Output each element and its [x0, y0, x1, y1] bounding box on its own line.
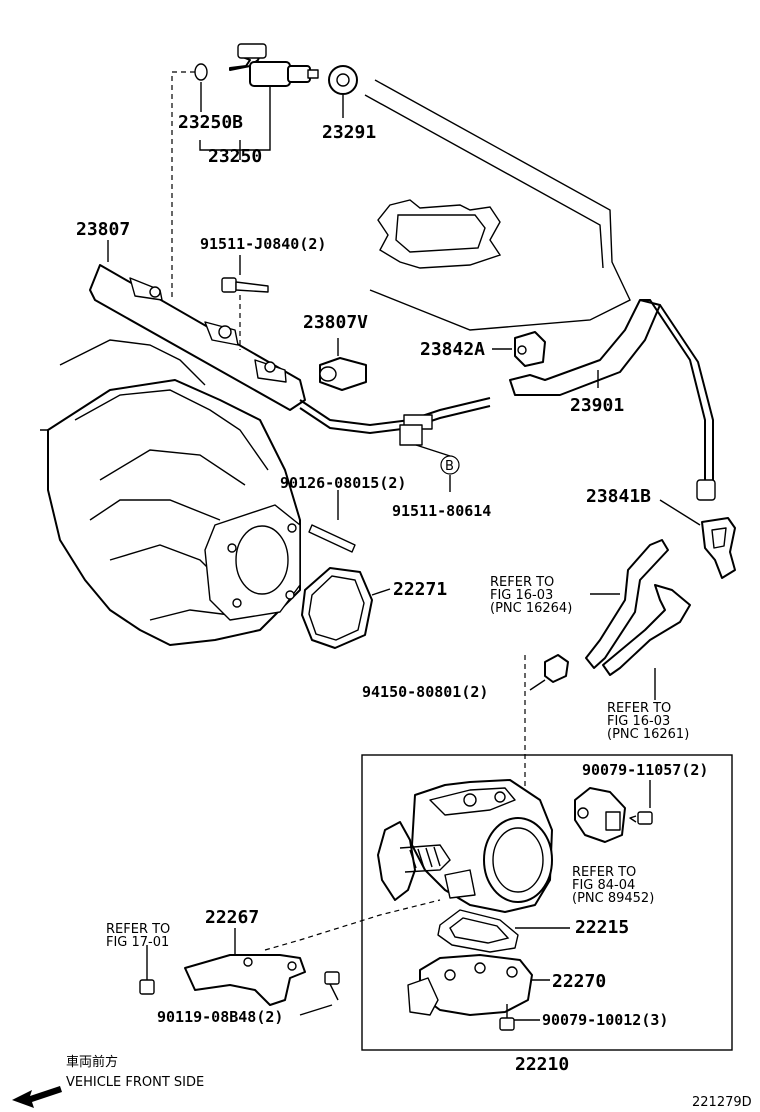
- hose-clamp-23842a[interactable]: [514, 331, 546, 367]
- svg-text:REFER TO: REFER TO: [607, 701, 671, 716]
- label-90119-08b48: 90119-08B48(2): [157, 1008, 283, 1026]
- bolt-90119-08b48[interactable]: [324, 971, 340, 1001]
- label-23250b: 23250B: [178, 112, 243, 133]
- svg-text:(PNC 16264): (PNC 16264): [490, 601, 572, 616]
- label-91511-j0840: 91511-J0840(2): [200, 235, 326, 253]
- label-90079-11057: 90079-11057(2): [582, 761, 708, 779]
- label-23807v: 23807V: [303, 312, 368, 333]
- label-22210: 22210: [515, 1054, 569, 1075]
- svg-text:FIG 17-01: FIG 17-01: [106, 935, 169, 950]
- label-90079-10012: 90079-10012(3): [542, 1011, 668, 1029]
- front-arrow-icon: [12, 1086, 62, 1108]
- label-22267: 22267: [205, 907, 259, 928]
- label-22270: 22270: [552, 971, 606, 992]
- bolt-91511-j0840[interactable]: [221, 277, 269, 293]
- svg-text:(PNC 16261): (PNC 16261): [607, 727, 689, 742]
- spacer-23807v[interactable]: [319, 357, 367, 391]
- marker-b: B: [440, 455, 460, 475]
- idle-speed-control-valve[interactable]: [407, 954, 533, 1016]
- svg-text:B: B: [445, 459, 454, 474]
- refer-note-17-01: REFER TO FIG 17-01: [106, 922, 170, 950]
- intake-manifold: [40, 339, 301, 646]
- bolt-ref-17-01: [139, 960, 155, 995]
- water-by-pass-hoses: [585, 539, 691, 676]
- svg-text:REFER TO: REFER TO: [572, 865, 636, 880]
- svg-text:(PNC 89452): (PNC 89452): [572, 891, 654, 906]
- svg-text:REFER TO: REFER TO: [106, 922, 170, 937]
- bracket-22267[interactable]: [184, 954, 306, 1006]
- nut-94150-80801[interactable]: [544, 654, 569, 683]
- engine-cover-outline: [364, 79, 631, 331]
- o-ring-23250b: [194, 63, 208, 81]
- injector-insulator[interactable]: [328, 65, 358, 95]
- vehicle-front-jp: 車両前方: [66, 1054, 118, 1070]
- stud-90126-08015[interactable]: [308, 524, 356, 553]
- assembly-box-22210: [361, 754, 733, 1051]
- label-90126-08015: 90126-08015(2): [280, 474, 406, 492]
- label-23842a: 23842A: [420, 339, 485, 360]
- label-91511-80614: 91511-80614: [392, 502, 491, 520]
- refer-note-16264: REFER TO FIG 16-03 (PNC 16264): [490, 575, 572, 616]
- screw-90079-11057[interactable]: [629, 811, 653, 825]
- refer-note-16261: REFER TO FIG 16-03 (PNC 16261): [607, 701, 689, 742]
- throttle-body[interactable]: [377, 779, 553, 913]
- svg-text:FIG 16-03: FIG 16-03: [490, 588, 553, 603]
- refer-note-89452: REFER TO FIG 84-04 (PNC 89452): [572, 865, 654, 906]
- fuel-pipe-23901[interactable]: [299, 299, 716, 501]
- vehicle-front-en: VEHICLE FRONT SIDE: [66, 1075, 204, 1090]
- label-94150-80801: 94150-80801(2): [362, 683, 488, 701]
- fuel-delivery-pipe[interactable]: [89, 264, 306, 411]
- label-22215: 22215: [575, 917, 629, 938]
- label-23807: 23807: [76, 219, 130, 240]
- diagram-id: 221279D: [692, 1095, 752, 1110]
- gasket-22271[interactable]: [301, 567, 373, 649]
- svg-text:FIG 16-03: FIG 16-03: [607, 714, 670, 729]
- label-23250: 23250: [208, 146, 262, 167]
- label-23841b: 23841B: [586, 486, 651, 507]
- svg-text:FIG 84-04: FIG 84-04: [572, 878, 635, 893]
- svg-text:REFER TO: REFER TO: [490, 575, 554, 590]
- throttle-position-sensor: [574, 787, 626, 843]
- label-22271: 22271: [393, 579, 447, 600]
- label-23901: 23901: [570, 395, 624, 416]
- screw-90079-10012[interactable]: [499, 1004, 515, 1031]
- label-23291: 23291: [322, 122, 376, 143]
- fuel-injector[interactable]: [194, 43, 319, 87]
- clip-23841b[interactable]: [701, 517, 736, 579]
- gasket-22215[interactable]: [437, 909, 519, 953]
